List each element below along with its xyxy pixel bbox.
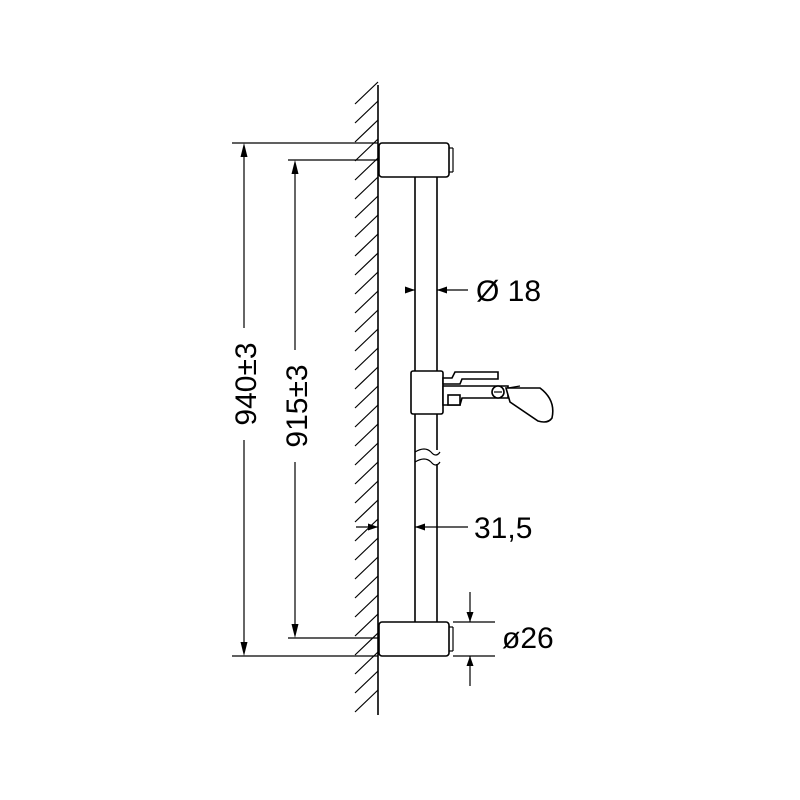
hatch-line: [354, 328, 379, 352]
hatch-line: [354, 537, 379, 561]
shower-holder-slider: [410, 370, 554, 423]
slider-body: [410, 370, 444, 415]
label-backdrop: [228, 328, 262, 440]
hatch-line: [354, 670, 379, 694]
arrowhead: [437, 286, 447, 294]
arrowhead: [240, 143, 248, 157]
hatch-line: [354, 366, 379, 390]
arrowhead: [405, 286, 415, 294]
hatch-line: [354, 176, 379, 200]
bracket-diameter-label: ø26: [502, 622, 554, 655]
slider-lever: [442, 371, 499, 385]
hatch-line: [354, 480, 379, 504]
hatch-line: [354, 423, 379, 447]
hatch-line: [354, 81, 379, 105]
holder-joint: [447, 394, 461, 406]
hatch-line: [354, 290, 379, 314]
hatch-line: [354, 100, 379, 124]
hatch-line: [354, 214, 379, 238]
bottom-bracket-body: [378, 621, 450, 657]
dimension-rod-diameter: Ø 18: [405, 275, 541, 308]
arrowhead: [415, 523, 425, 531]
dimension-mount-spacing: 915±3: [279, 159, 378, 639]
bottom-wall-bracket: [378, 621, 454, 657]
arrowhead: [291, 624, 299, 638]
wall-offset-label: 31,5: [474, 512, 532, 545]
hatch-line: [354, 157, 379, 181]
rod-break-mark: [414, 448, 441, 456]
hatch-line: [354, 252, 379, 276]
hatch-line: [354, 138, 379, 162]
hatch-line: [354, 556, 379, 580]
rod-break-mark: [414, 458, 441, 466]
hatch-line: [354, 651, 379, 675]
hatch-line: [354, 575, 379, 599]
hatch-line: [354, 309, 379, 333]
hatch-line: [354, 271, 379, 295]
hatch-line: [354, 632, 379, 656]
hatch-line: [354, 119, 379, 143]
arrowhead: [466, 656, 474, 666]
arrowhead: [368, 523, 378, 531]
hatch-line: [354, 195, 379, 219]
slide-rod: [414, 177, 441, 622]
shower-head-holder: [504, 387, 554, 423]
hatch-line: [354, 385, 379, 409]
arrowhead: [466, 612, 474, 622]
hatch-line: [354, 689, 379, 713]
label-backdrop: [279, 350, 313, 462]
arrowhead: [291, 160, 299, 174]
hatch-line: [354, 499, 379, 523]
wall-hatching: [354, 81, 379, 713]
dimension-overall-length: 940±3: [228, 142, 378, 657]
mount-spacing-label: 915±3: [281, 364, 314, 447]
wall: [354, 81, 379, 715]
rod-diameter-label: Ø 18: [476, 275, 541, 308]
hatch-line: [354, 461, 379, 485]
holder-detail: [507, 385, 521, 389]
arrowhead: [240, 642, 248, 656]
dimension-bracket-diameter: ø26: [453, 592, 554, 686]
hatch-line: [354, 404, 379, 428]
top-wall-bracket: [378, 142, 454, 178]
hatch-line: [354, 518, 379, 542]
hatch-line: [354, 233, 379, 257]
hatch-line: [354, 347, 379, 371]
top-bracket-body: [378, 142, 450, 178]
hatch-line: [354, 594, 379, 618]
hatch-line: [354, 442, 379, 466]
hatch-line: [354, 613, 379, 637]
overall-length-label: 940±3: [230, 342, 263, 425]
dimension-wall-offset: 31,5: [356, 512, 532, 545]
